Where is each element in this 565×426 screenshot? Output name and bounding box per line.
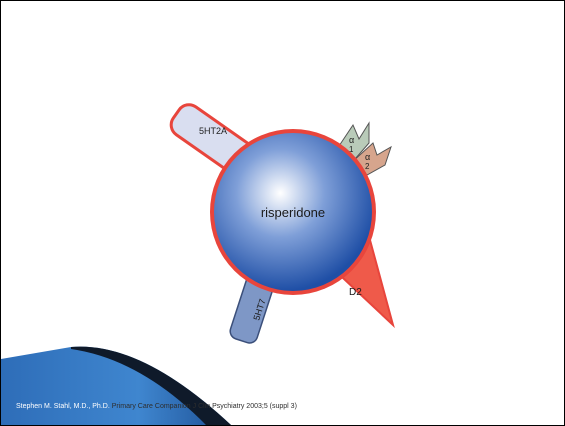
receptor-5ht2a-label: 5HT2A [199, 126, 227, 136]
receptor-alpha2-label: α [365, 152, 370, 162]
receptor-alpha1-number: 1 [349, 145, 354, 154]
citation-source: Primary Care Companion J Clin Psychiatry… [109, 403, 297, 410]
citation: Stephen M. Stahl, M.D., Ph.D. Primary Ca… [16, 403, 297, 410]
receptor-alpha2-number: 2 [365, 162, 370, 171]
risperidone-sphere [210, 129, 376, 295]
receptor-alpha1-label: α [349, 135, 354, 145]
receptor-d2-label: D2 [349, 287, 362, 298]
footer-swoosh [1, 346, 231, 425]
citation-author: Stephen M. Stahl, M.D., Ph.D. [16, 403, 110, 410]
molecule-label: risperidone [261, 205, 325, 220]
